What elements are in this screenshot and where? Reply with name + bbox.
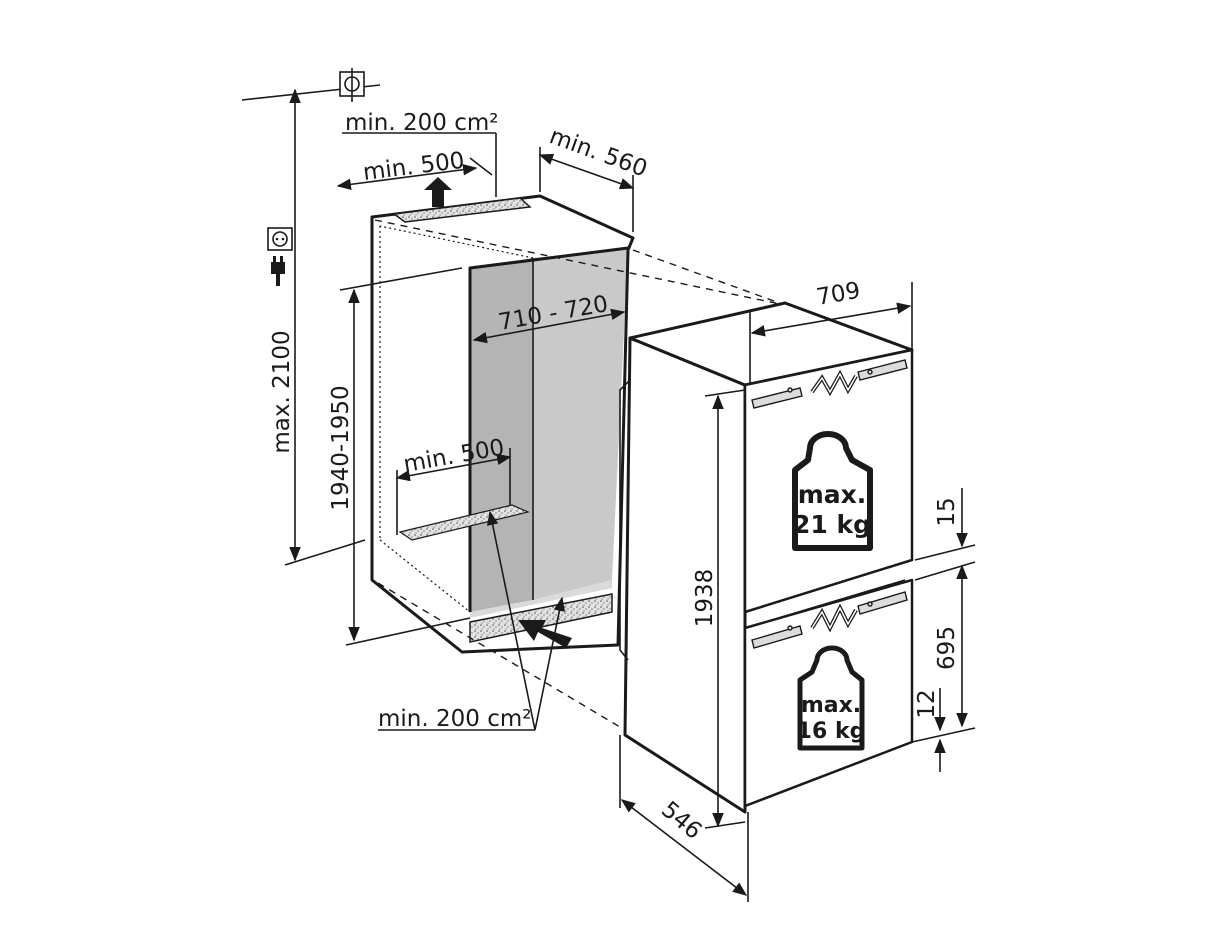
label-top-vent: min. 200 cm²: [345, 110, 498, 136]
projection-lines: [374, 219, 786, 731]
appliance-side: [623, 336, 747, 814]
airflow-in-arrow: [518, 620, 572, 648]
label-top-width: min. 500: [362, 148, 466, 186]
niche-inner-frame: [468, 246, 629, 612]
niche-floor: [470, 580, 612, 618]
weight-lower-line2: 16 kg: [797, 719, 866, 744]
lower-drawer-rails: [751, 591, 908, 649]
airflow-up-arrow: [424, 177, 452, 207]
label-gap-top: 15: [934, 497, 960, 526]
label-bottom-vent: min. 200 cm²: [378, 706, 531, 732]
label-niche-depth: min. 560: [546, 123, 651, 182]
niche-left-wall: [470, 258, 533, 612]
weight-lower-line1: max.: [801, 693, 861, 718]
upper-drawer-rails: [751, 359, 908, 409]
label-niche-height: 1940-1950: [328, 385, 354, 510]
weight-upper-line2: 21 kg: [793, 510, 871, 539]
label-gap-bottom: 12: [914, 689, 940, 718]
appliance: [619, 301, 914, 814]
label-appliance-height: 1938: [692, 569, 718, 628]
power-plug-icon: [271, 256, 285, 286]
dimension-lines: [241, 84, 976, 902]
label-appliance-depth: 546: [656, 797, 706, 845]
label-appliance-width: 709: [815, 278, 863, 311]
niche-outline: [370, 194, 635, 654]
label-lower-door: 695: [934, 626, 960, 670]
label-max-height: max. 2100: [269, 330, 295, 453]
weight-icon-lower: max. 16 kg: [797, 645, 866, 751]
power-socket-icon: [267, 227, 293, 251]
weight-icon-upper: max. 21 kg: [792, 431, 873, 551]
weight-upper-line1: max.: [798, 480, 867, 509]
top-vent-slot: [392, 197, 532, 223]
plumb-line-icon: [339, 68, 365, 102]
niche: [370, 194, 635, 654]
